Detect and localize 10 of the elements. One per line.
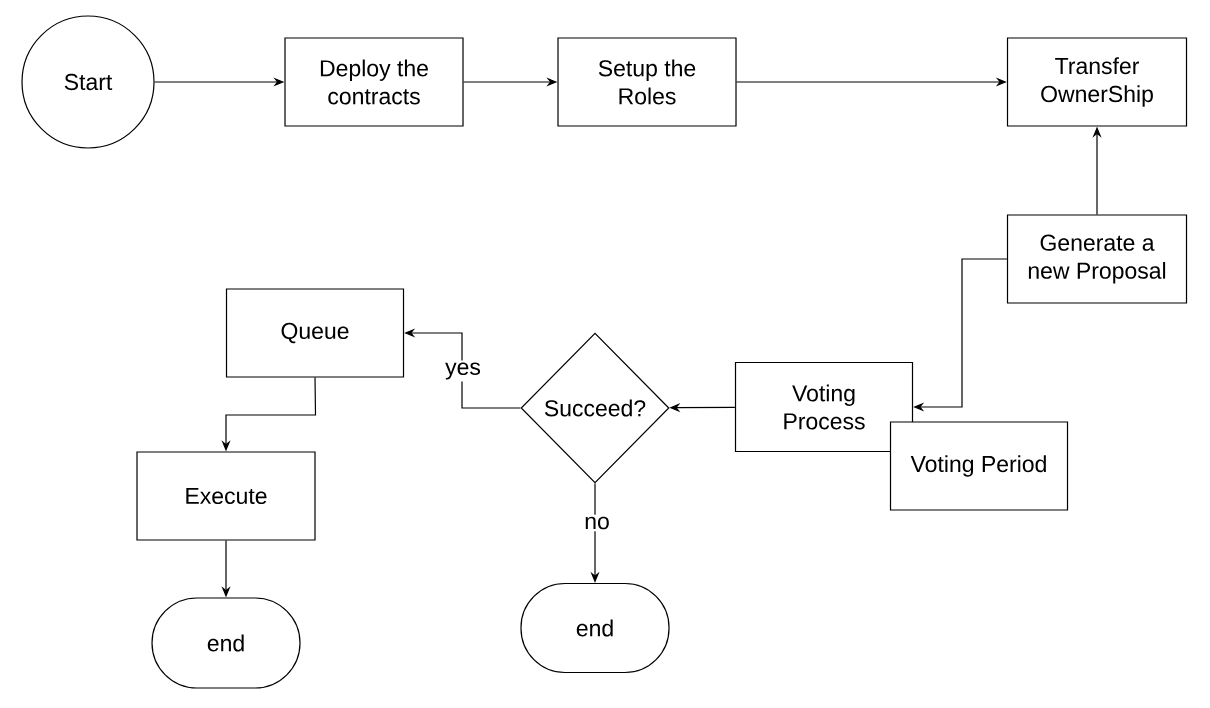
process-box: Transfer OwnerShip xyxy=(1006,37,1188,127)
process-box: Voting Period xyxy=(889,421,1069,511)
process-box: Voting Process xyxy=(734,361,914,453)
edge-label: no xyxy=(582,514,612,532)
process-box: Generate a new Proposal xyxy=(1006,214,1188,304)
edge-label: yes xyxy=(443,360,483,382)
process-box: Setup the Roles xyxy=(557,37,737,127)
process-box: Queue xyxy=(225,288,405,378)
process-box: Deploy the contracts xyxy=(284,37,464,127)
process-box: Execute xyxy=(136,451,316,541)
